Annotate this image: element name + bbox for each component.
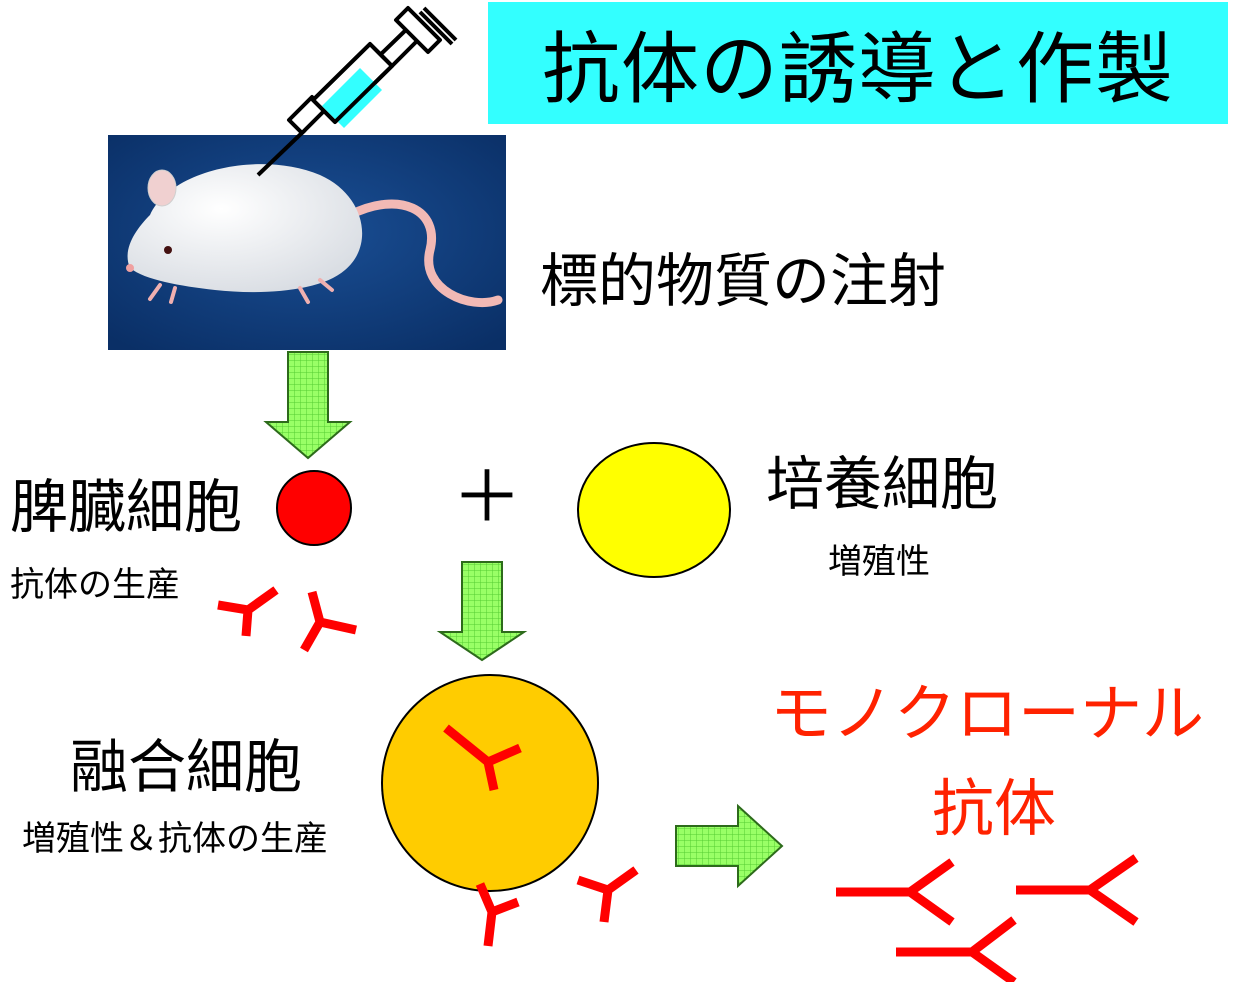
- monoclonal-label-line2: 抗体: [932, 772, 1057, 845]
- antibody-icon: [300, 590, 357, 653]
- title-banner: 抗体の誘導と作製: [488, 2, 1228, 124]
- right-arrow: [675, 803, 784, 889]
- page-title: 抗体の誘導と作製: [541, 25, 1174, 115]
- spleen-cells-label: 脾臓細胞: [10, 473, 243, 541]
- culture-cell: [577, 442, 731, 578]
- monoclonal-label-line1: モノクローナル: [770, 677, 1205, 750]
- down-arrow-1: [263, 351, 353, 460]
- syringe-icon: [256, 6, 458, 177]
- antibody-icon: [475, 882, 520, 947]
- antibody-icon: [836, 858, 955, 926]
- antibody-icon: [217, 586, 279, 637]
- plus-sign: ＋: [452, 456, 522, 538]
- spleen-cell: [276, 470, 352, 546]
- fused-cells-sub: 増殖性＆抗体の生産: [22, 819, 328, 859]
- down-arrow-2: [436, 561, 528, 662]
- injection-label: 標的物質の注射: [540, 247, 947, 315]
- antibody-icon: [1016, 854, 1139, 926]
- spleen-cells-sub: 抗体の生産: [10, 565, 180, 605]
- antibody-icon: [896, 916, 1017, 982]
- culture-cells-label: 培養細胞: [766, 450, 999, 518]
- mouse-photo: [108, 135, 506, 350]
- culture-cells-sub: 増殖性: [828, 542, 930, 582]
- fused-cells-label: 融合細胞: [70, 733, 303, 801]
- antibody-icon: [443, 724, 522, 791]
- antibody-icon: [576, 866, 639, 923]
